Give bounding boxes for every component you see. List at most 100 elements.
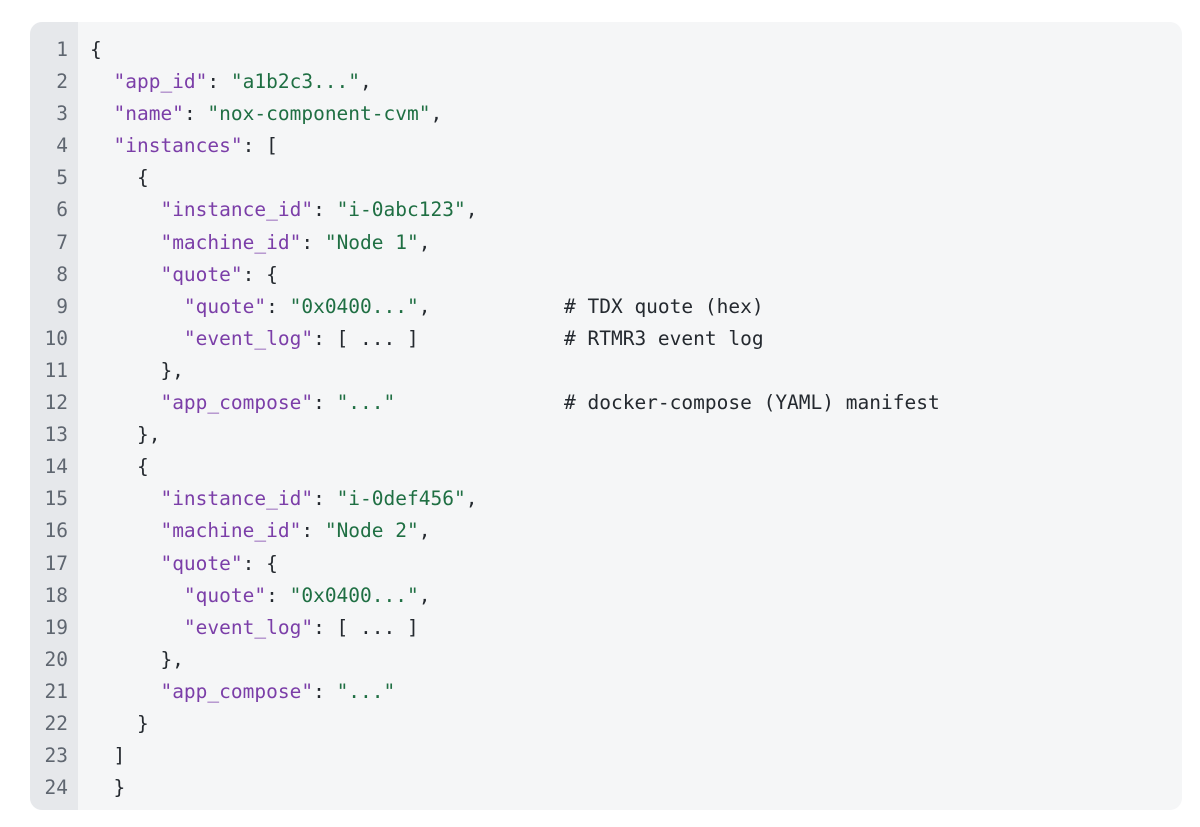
json-string: "0x0400..." (289, 583, 419, 607)
json-punctuation: }, (90, 358, 184, 382)
json-punctuation (90, 263, 160, 286)
json-punctuation (90, 616, 184, 639)
json-punctuation (90, 584, 184, 607)
json-key: "app_compose" (160, 391, 314, 415)
json-punctuation (90, 70, 113, 93)
json-punctuation (90, 102, 113, 125)
line-content: ] (90, 740, 125, 772)
line-number: 6 (56, 198, 68, 222)
line-number: 12 (44, 391, 68, 415)
line-number: 16 (44, 519, 68, 543)
json-string: "i-0abc123" (336, 198, 466, 222)
json-string: "a1b2c3..." (230, 70, 361, 94)
line-content: "app_compose": "..." (90, 387, 395, 419)
json-punctuation: } (90, 776, 126, 800)
line-number: 22 (44, 711, 68, 735)
json-punctuation (90, 487, 160, 510)
json-punctuation: : (313, 487, 337, 511)
json-punctuation (90, 198, 160, 221)
json-key: "event_log" (183, 326, 314, 350)
json-punctuation (90, 680, 160, 703)
line-number: 9 (56, 294, 68, 318)
json-string: "Node 2" (324, 519, 419, 543)
line-content: } (90, 708, 149, 740)
line-content: "quote": { (90, 259, 278, 291)
line-content: "event_log": [ ... ] (90, 323, 419, 355)
json-punctuation: : (313, 391, 337, 415)
json-punctuation: , (418, 583, 431, 607)
json-string: "0x0400..." (289, 294, 419, 318)
json-punctuation: , (465, 487, 478, 511)
json-punctuation: : [ ... ] (313, 615, 419, 639)
line-number: 2 (56, 70, 68, 94)
json-punctuation: : (313, 679, 337, 703)
line-content: "app_compose": "..." (90, 676, 395, 708)
line-number-gutter (30, 22, 78, 810)
json-punctuation: , (430, 102, 443, 126)
json-punctuation: }, (90, 423, 161, 447)
line-number: 1 (56, 38, 68, 61)
json-punctuation: : [ ... ] (313, 326, 419, 350)
json-key: "instance_id" (160, 487, 314, 511)
line-content: "instances": [ (90, 130, 277, 162)
code-comment: # TDX quote (hex) (564, 294, 764, 318)
code-comment: # RTMR3 event log (564, 326, 764, 350)
line-content: "instance_id": "i-0def456", (90, 483, 477, 515)
json-key: "machine_id" (160, 519, 302, 543)
line-content: "quote": "0x0400...", (90, 291, 431, 323)
line-content: }, (90, 419, 161, 451)
line-content: "machine_id": "Node 2", (90, 515, 431, 547)
json-punctuation: } (90, 711, 149, 735)
json-punctuation: : (207, 70, 231, 94)
line-content: "quote": "0x0400...", (90, 580, 431, 612)
line-number: 8 (56, 262, 68, 286)
line-number: 21 (44, 679, 68, 703)
json-key: "machine_id" (160, 230, 302, 254)
json-punctuation: ] (90, 744, 126, 768)
line-number: 10 (44, 326, 68, 350)
json-punctuation (90, 391, 160, 414)
json-punctuation (90, 295, 184, 318)
json-key: "app_compose" (160, 679, 314, 703)
json-key: "quote" (183, 583, 267, 607)
line-content: "machine_id": "Node 1", (90, 227, 430, 259)
code-comment: # docker-compose (YAML) manifest (564, 391, 940, 415)
json-key: "name" (113, 102, 184, 126)
json-key: "instance_id" (160, 198, 314, 222)
json-punctuation: : { (242, 262, 278, 286)
line-number: 5 (56, 166, 68, 190)
line-number: 15 (44, 487, 68, 511)
line-number: 17 (44, 551, 68, 575)
code-block: 1{2 "app_id": "a1b2c3...",3 "name": "nox… (30, 22, 1182, 810)
json-punctuation: : { (242, 551, 278, 575)
line-content: { (90, 451, 149, 483)
json-string: "i-0def456" (336, 487, 466, 511)
line-number: 20 (44, 647, 68, 671)
json-punctuation (90, 519, 160, 542)
line-number: 24 (44, 776, 68, 800)
json-key: "quote" (160, 262, 243, 286)
line-content: "event_log": [ ... ] (90, 612, 419, 644)
json-punctuation: }, (90, 647, 184, 671)
line-content: "name": "nox-component-cvm", (90, 98, 442, 130)
json-punctuation (90, 327, 184, 350)
json-punctuation: , (360, 70, 372, 94)
line-content: "app_id": "a1b2c3...", (90, 66, 372, 98)
json-punctuation: : (266, 583, 290, 607)
line-content: }, (90, 644, 184, 676)
json-punctuation: { (90, 455, 149, 479)
json-punctuation: , (418, 519, 431, 543)
line-content: "quote": { (90, 548, 278, 580)
json-key: "app_id" (113, 70, 208, 94)
json-key: "instances" (113, 134, 243, 158)
json-punctuation: { (90, 166, 149, 190)
json-punctuation: : (183, 102, 208, 126)
line-number: 19 (44, 615, 68, 639)
line-content: "instance_id": "i-0abc123", (90, 194, 477, 226)
json-punctuation: , (465, 198, 478, 222)
json-punctuation: : (313, 198, 337, 222)
line-content: { (90, 34, 102, 66)
line-number: 13 (44, 423, 68, 447)
json-punctuation (90, 231, 160, 254)
line-number: 11 (44, 358, 68, 382)
